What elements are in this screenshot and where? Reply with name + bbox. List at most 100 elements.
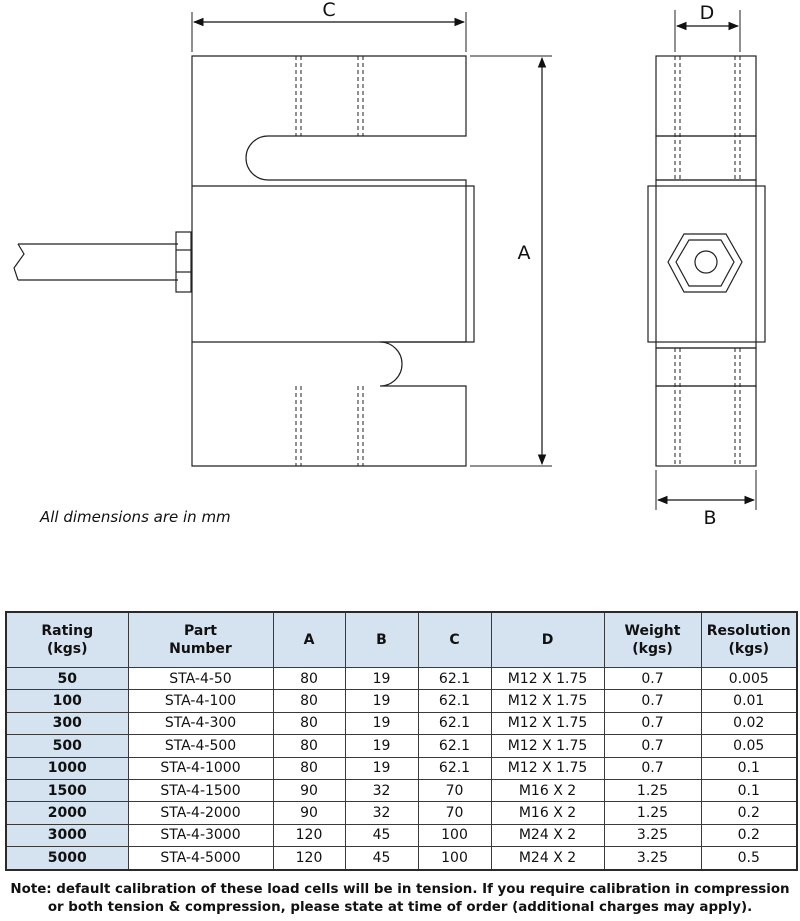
column-header: C xyxy=(417,611,492,668)
table-cell: 19 xyxy=(344,666,419,691)
column-header-line: D xyxy=(541,632,554,648)
table-cell: 45 xyxy=(344,823,419,848)
table-cell: STA-4-1000 xyxy=(127,756,274,780)
table-cell: STA-4-5000 xyxy=(127,846,274,871)
rating-cell: 5000 xyxy=(5,846,129,871)
column-header-line: C xyxy=(449,632,460,648)
dim-label-d: D xyxy=(700,2,715,24)
table-cell: 80 xyxy=(272,689,346,713)
table-cell: M12 X 1.75 xyxy=(490,756,605,780)
footnote-line-2: or both tension & compression, please st… xyxy=(47,900,753,915)
table-cell: 45 xyxy=(344,846,419,871)
table-cell: 90 xyxy=(272,778,346,803)
table-cell: M12 X 1.75 xyxy=(490,689,605,713)
table-cell: 0.1 xyxy=(700,756,798,780)
table-cell: M16 X 2 xyxy=(490,801,605,825)
table-cell: 62.1 xyxy=(417,756,492,780)
table-cell: 100 xyxy=(417,846,492,871)
column-header: Rating(kgs) xyxy=(5,611,129,668)
table-cell: 62.1 xyxy=(417,734,492,758)
table-cell: 62.1 xyxy=(417,666,492,691)
table-cell: 0.01 xyxy=(700,689,798,713)
dim-label-b: B xyxy=(703,507,716,529)
table-cell: 90 xyxy=(272,801,346,825)
table-cell: 0.7 xyxy=(603,666,702,691)
rating-cell: 500 xyxy=(5,734,129,758)
table-cell: STA-4-3000 xyxy=(127,823,274,848)
side-view xyxy=(647,10,766,510)
table-cell: 70 xyxy=(417,801,492,825)
dim-label-a: A xyxy=(518,242,531,264)
column-header-line: Weight xyxy=(624,623,681,639)
footnote-line-1: Note: default calibration of these load … xyxy=(10,882,790,897)
table-cell: 0.7 xyxy=(603,689,702,713)
table-cell: 0.7 xyxy=(603,711,702,736)
table-cell: 32 xyxy=(344,801,419,825)
table-cell: 3.25 xyxy=(603,823,702,848)
column-header: B xyxy=(344,611,419,668)
rating-cell: 1000 xyxy=(5,756,129,780)
table-cell: 120 xyxy=(272,846,346,871)
column-header: D xyxy=(490,611,605,668)
table-cell: 0.5 xyxy=(700,846,798,871)
table-cell: 0.7 xyxy=(603,756,702,780)
table-cell: 19 xyxy=(344,756,419,780)
load-cell-drawing: C A D B xyxy=(13,0,766,529)
column-header-line: A xyxy=(303,632,315,648)
table-cell: STA-4-300 xyxy=(127,711,274,736)
table-cell: 0.7 xyxy=(603,734,702,758)
rating-cell: 50 xyxy=(5,666,129,691)
table-cell: 0.2 xyxy=(700,823,798,848)
table-cell: 62.1 xyxy=(417,711,492,736)
column-header-line: Part xyxy=(184,623,217,639)
column-header-line: (kgs) xyxy=(632,641,673,657)
table-cell: 80 xyxy=(272,666,346,691)
table-cell: 19 xyxy=(344,711,419,736)
table-cell: 1.25 xyxy=(603,778,702,803)
table-cell: 1.25 xyxy=(603,801,702,825)
table-cell: STA-4-50 xyxy=(127,666,274,691)
table-cell: STA-4-2000 xyxy=(127,801,274,825)
column-header-line: Number xyxy=(169,641,232,657)
table-cell: 120 xyxy=(272,823,346,848)
column-header: Weight (kgs) xyxy=(603,611,702,668)
table-cell: STA-4-500 xyxy=(127,734,274,758)
column-header-line: Resolution xyxy=(706,623,791,639)
calibration-footnote: Note: default calibration of these load … xyxy=(0,881,800,917)
table-cell: 0.02 xyxy=(700,711,798,736)
table-cell: 0.005 xyxy=(700,666,798,691)
table-cell: M16 X 2 xyxy=(490,778,605,803)
column-header-line: (kgs) xyxy=(728,641,769,657)
table-cell: 70 xyxy=(417,778,492,803)
table-cell: 80 xyxy=(272,711,346,736)
table-cell: M24 X 2 xyxy=(490,846,605,871)
table-cell: 0.05 xyxy=(700,734,798,758)
table-cell: M24 X 2 xyxy=(490,823,605,848)
table-cell: 19 xyxy=(344,734,419,758)
table-cell: STA-4-1500 xyxy=(127,778,274,803)
column-header-line: B xyxy=(376,632,387,648)
table-cell: M12 X 1.75 xyxy=(490,666,605,691)
column-header: Resolution (kgs) xyxy=(700,611,798,668)
dimensions-note: All dimensions are in mm xyxy=(40,508,231,526)
rating-cell: 100 xyxy=(5,689,129,713)
front-view xyxy=(13,12,552,467)
rating-cell: 300 xyxy=(5,711,129,736)
table-cell: M12 X 1.75 xyxy=(490,711,605,736)
table-cell: 62.1 xyxy=(417,689,492,713)
column-header-line: Rating xyxy=(41,623,94,639)
table-cell: 3.25 xyxy=(603,846,702,871)
rating-cell: 2000 xyxy=(5,801,129,825)
